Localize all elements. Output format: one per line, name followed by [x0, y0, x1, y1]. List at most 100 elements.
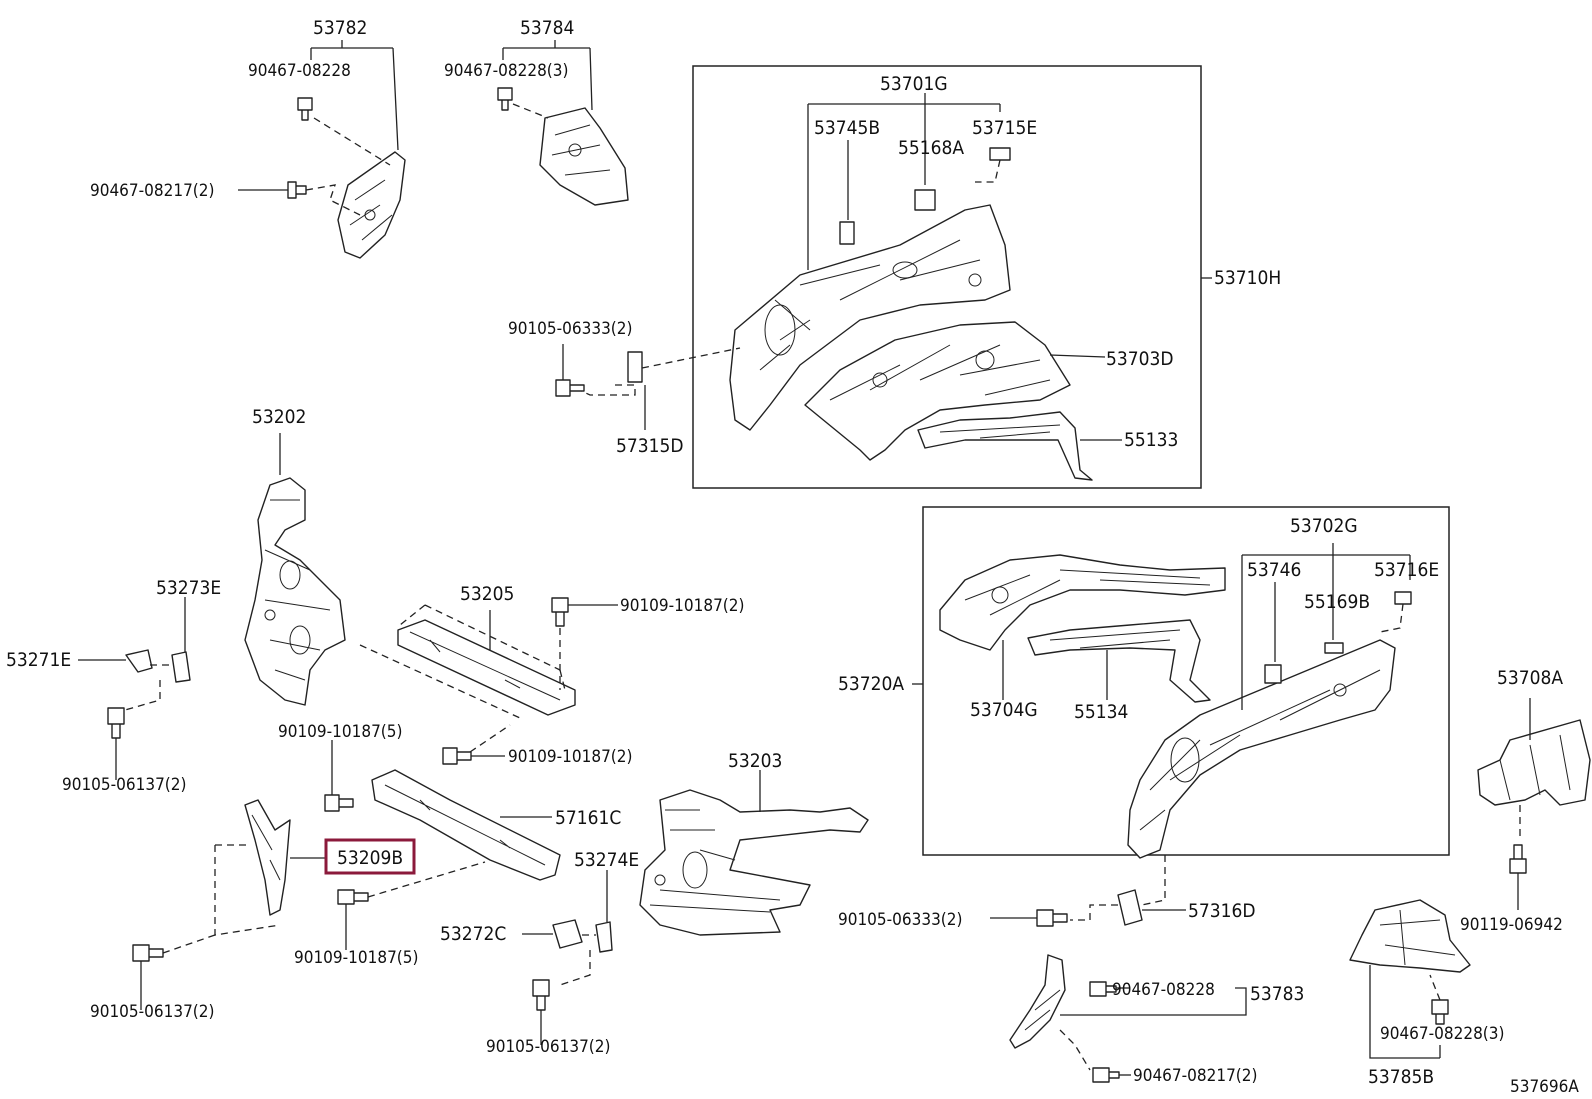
label-53715E: 53715E [972, 117, 1037, 139]
highlight-box-53209B [324, 838, 416, 875]
group-box-53710H [692, 65, 1202, 489]
leader-53782 [311, 40, 399, 151]
label-90105-06333-2: 90105-06333(2) [838, 910, 962, 930]
bracket-57316D [1117, 889, 1143, 926]
leader-53785B [1369, 965, 1441, 1059]
leader-53702G [1241, 543, 1411, 710]
part-53702G-apron [1127, 639, 1396, 859]
bolt-icon [337, 889, 369, 905]
bracket-53745B [839, 221, 855, 245]
leader-53783 [1060, 987, 1247, 1016]
part-53784-bracket [539, 107, 629, 206]
label-90105-06137-2: 90105-06137(2) [62, 775, 186, 795]
bracket-53716E [1394, 591, 1412, 605]
bolt-icon [442, 747, 472, 765]
leader-53784 [502, 40, 593, 111]
label-53202: 53202 [252, 406, 306, 428]
clip-icon [1089, 981, 1117, 997]
bolt-icon [1509, 844, 1527, 874]
illustration-id: 537696A [1510, 1077, 1579, 1097]
label-57316D: 57316D [1188, 900, 1256, 922]
leader-53701G [807, 93, 1001, 270]
label-53701G: 53701G [880, 73, 948, 95]
part-55133-reinforcement [917, 411, 1093, 481]
label-53702G: 53702G [1290, 515, 1358, 537]
part-53783-bracket [1009, 954, 1066, 1049]
clip-icon [1092, 1067, 1120, 1083]
label-90467-08217-2: 90467-08217(2) [90, 181, 214, 201]
leader-53703D [1049, 354, 1106, 358]
part-53203-radiator-support [639, 789, 869, 936]
bracket-53271E [125, 649, 153, 673]
bolt-icon [551, 597, 569, 627]
label-90105-06137-2: 90105-06137(2) [486, 1037, 610, 1057]
group-box-53720A [922, 506, 1450, 856]
part-57161C-member [371, 769, 561, 881]
label-55133: 55133 [1124, 429, 1178, 451]
label-90109-10187-2: 90109-10187(2) [508, 747, 632, 767]
label-53703D: 53703D [1106, 348, 1174, 370]
label-53720A: 53720A [838, 673, 904, 695]
bolt-icon [532, 979, 550, 1011]
label-53209B: 53209B [337, 847, 403, 869]
part-55134-reinforcement [1027, 619, 1211, 703]
label-53704G: 53704G [970, 699, 1038, 721]
clip-icon [297, 97, 313, 121]
clip-icon [287, 181, 307, 199]
label-53272C: 53272C [440, 923, 506, 945]
part-53209B-support [244, 799, 291, 916]
bracket-55168A [914, 189, 936, 211]
label-53273E: 53273E [156, 577, 221, 599]
bracket-53715E [989, 147, 1011, 161]
bracket-53273E [171, 651, 191, 683]
label-53708A: 53708A [1497, 667, 1563, 689]
label-53784: 53784 [520, 17, 574, 39]
label-90467-08228: 90467-08228 [1112, 980, 1215, 1000]
bracket-55169B [1324, 642, 1344, 654]
label-90105-06333-2: 90105-06333(2) [508, 319, 632, 339]
label-53785B: 53785B [1368, 1066, 1434, 1088]
label-53716E: 53716E [1374, 559, 1439, 581]
label-53710H: 53710H [1214, 267, 1281, 289]
label-53745B: 53745B [814, 117, 880, 139]
bolt-icon [1036, 909, 1068, 927]
label-90109-10187-5: 90109-10187(5) [278, 722, 402, 742]
label-90109-10187-2: 90109-10187(2) [620, 596, 744, 616]
part-53703D-wheelhouse [804, 321, 1071, 461]
label-55134: 55134 [1074, 701, 1128, 723]
label-55168A: 55168A [898, 137, 964, 159]
part-53710H-apron [729, 204, 1011, 431]
label-57315D: 57315D [616, 435, 684, 457]
label-53274E: 53274E [574, 849, 639, 871]
label-53746: 53746 [1247, 559, 1301, 581]
label-55169B: 55169B [1304, 591, 1370, 613]
part-53782-bracket [337, 151, 406, 259]
bracket-53272C [552, 919, 583, 949]
clip-icon [1431, 999, 1449, 1025]
bolt-icon [107, 707, 125, 739]
bracket-53746 [1264, 664, 1282, 684]
label-57161C: 57161C [555, 807, 621, 829]
label-90467-08228-3: 90467-08228(3) [444, 61, 568, 81]
part-53708A-bracket [1477, 719, 1591, 806]
part-53785B-bracket [1349, 899, 1471, 973]
label-90119-06942: 90119-06942 [1460, 915, 1563, 935]
clip-icon [497, 87, 513, 111]
label-53205: 53205 [460, 583, 514, 605]
label-90467-08228: 90467-08228 [248, 61, 351, 81]
bracket-57315D [627, 351, 643, 383]
label-53782: 53782 [313, 17, 367, 39]
label-53203: 53203 [728, 750, 782, 772]
label-90467-08228-3: 90467-08228(3) [1380, 1024, 1504, 1044]
label-90467-08217-2: 90467-08217(2) [1133, 1066, 1257, 1086]
bolt-icon [555, 379, 585, 397]
part-53202-side-support [244, 477, 346, 706]
label-53783: 53783 [1250, 983, 1304, 1005]
bolt-icon [324, 794, 354, 812]
label-90109-10187-5: 90109-10187(5) [294, 948, 418, 968]
part-53704G-wheelhouse [939, 554, 1226, 651]
part-53205-crossmember [397, 619, 576, 716]
bracket-53274E [595, 921, 613, 953]
bolt-icon [132, 944, 164, 962]
